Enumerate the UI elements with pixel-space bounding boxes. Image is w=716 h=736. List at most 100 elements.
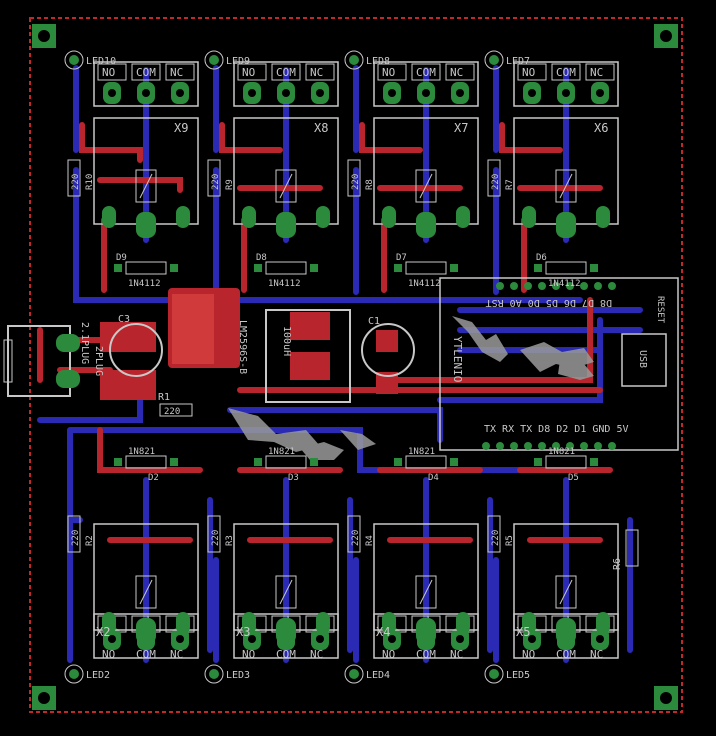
arduino-bottom-labels: TX RX TX D8 D2 D1 GND 5V xyxy=(484,424,629,435)
terminal-label: NO xyxy=(522,648,535,661)
diode-label: D4 xyxy=(428,473,439,483)
terminal-label: NO xyxy=(242,648,255,661)
r6-label: R6 xyxy=(612,558,623,570)
inductor-outline xyxy=(265,309,351,403)
led-label: LED4 xyxy=(366,670,390,681)
jack-label: 2.1PLUG xyxy=(79,322,90,364)
diode-part: 1N4112 xyxy=(408,279,441,289)
relay-name: X2 xyxy=(96,625,110,639)
resistor-value: 220 xyxy=(71,174,81,190)
arduino-silk-name: YTLENIO xyxy=(451,336,464,382)
resistor-label: R9 xyxy=(225,179,235,190)
r1-body xyxy=(159,403,193,417)
relay-name: X5 xyxy=(516,625,530,639)
arduino-reset-label: RESET xyxy=(655,296,665,324)
resistor-label: R3 xyxy=(225,535,235,546)
relay-x4: NO1COM2NC3X4LED4220R41N821D4 xyxy=(344,447,479,684)
diode-label: D7 xyxy=(396,253,407,263)
led-label: LED2 xyxy=(86,670,110,681)
terminal-label: NO xyxy=(242,66,255,79)
diode-part: 1N821 xyxy=(548,447,575,457)
resistor-label: R2 xyxy=(85,535,95,546)
diode-part: 1N821 xyxy=(408,447,435,457)
resistor-label: R8 xyxy=(365,179,375,190)
diode-label: D3 xyxy=(288,473,299,483)
resistor-value: 220 xyxy=(351,174,361,190)
bottom-relay-row: NO1COM2NC3X2LED2220R21N821D2NO1COM2NC3X3… xyxy=(64,447,619,684)
relay-x8: NO3COM2NC1X8LED9220R91N4112D8 xyxy=(204,50,339,289)
terminal-label: NC xyxy=(170,648,183,661)
diode-part: 1N821 xyxy=(268,447,295,457)
top-copper xyxy=(37,122,613,543)
dc-jack: 2.1PLUG 2PLUG xyxy=(3,322,104,397)
relay-name: X9 xyxy=(174,121,188,135)
terminal-label: NC xyxy=(450,66,463,79)
terminal-label: COM xyxy=(136,648,156,661)
relay-x2: NO1COM2NC3X2LED2220R21N821D2 xyxy=(64,447,199,684)
diode-label: D5 xyxy=(568,473,579,483)
terminal-label: NC xyxy=(310,66,323,79)
terminal-label: COM xyxy=(556,66,576,79)
terminal-label: NC xyxy=(590,648,603,661)
resistor-value: 220 xyxy=(491,174,501,190)
terminal-label: NC xyxy=(170,66,183,79)
diode-part: 1N4112 xyxy=(128,279,161,289)
cap-c1-label: C1 xyxy=(368,316,380,327)
resistor-label: R7 xyxy=(505,179,515,190)
terminal-label: NO xyxy=(102,66,115,79)
inductor-label: 100uH xyxy=(281,326,292,356)
relay-x7: NO3COM2NC1X7LED8220R81N4112D7 xyxy=(344,50,479,289)
resistor-value: 220 xyxy=(211,530,221,546)
led-label: LED10 xyxy=(86,56,116,67)
led-label: LED5 xyxy=(506,670,530,681)
diode-part: 1N821 xyxy=(128,447,155,457)
resistor-value: 220 xyxy=(211,174,221,190)
resistor-label: R5 xyxy=(505,535,515,546)
board-outline xyxy=(29,17,683,713)
relay-name: X3 xyxy=(236,625,250,639)
top-relay-row: NO3COM2NC1X9LED10220R101N4112D9NO3COM2NC… xyxy=(64,50,619,289)
jack-label-2: 2PLUG xyxy=(93,346,104,376)
terminal-label: COM xyxy=(416,66,436,79)
relay-x3: NO1COM2NC3X3LED3220R31N821D3 xyxy=(204,447,339,684)
led-label: LED9 xyxy=(226,56,250,67)
terminal-label: NO xyxy=(382,648,395,661)
regulator-label: LM2596S-B xyxy=(237,320,248,374)
cap-c1 xyxy=(361,323,415,377)
relay-name: X7 xyxy=(454,121,468,135)
resistor-label: R10 xyxy=(85,174,95,190)
arduino-header-top xyxy=(496,282,616,290)
led-label: LED3 xyxy=(226,670,250,681)
terminal-label: NO xyxy=(382,66,395,79)
terminal-label: NC xyxy=(450,648,463,661)
arduino-usb-label: USB xyxy=(637,350,648,368)
r1-label: R1 xyxy=(158,392,170,403)
relay-name: X4 xyxy=(376,625,390,639)
terminal-label: NO xyxy=(522,66,535,79)
terminal-label: COM xyxy=(136,66,156,79)
cap-c3-label: C3 xyxy=(118,314,130,325)
resistor-value: 220 xyxy=(351,530,361,546)
terminal-label: COM xyxy=(416,648,436,661)
terminal-label: COM xyxy=(556,648,576,661)
terminal-label: NC xyxy=(590,66,603,79)
diode-part: 1N4112 xyxy=(268,279,301,289)
relay-name: X6 xyxy=(594,121,608,135)
arduino-top-labels: D8 D7 D6 D5 D0 A0 RST xyxy=(486,297,612,308)
terminal-label: NO xyxy=(102,648,115,661)
arduino-header-bottom xyxy=(482,442,616,450)
diode-label: D2 xyxy=(148,473,159,483)
mounting-holes xyxy=(32,24,678,710)
r1-value: 220 xyxy=(164,407,180,417)
resistor-value: 220 xyxy=(491,530,501,546)
diode-label: D6 xyxy=(536,253,547,263)
cap-c3 xyxy=(109,323,163,377)
relay-name: X8 xyxy=(314,121,328,135)
silk-graphic xyxy=(228,316,594,460)
diode-label: D8 xyxy=(256,253,267,263)
led-label: LED7 xyxy=(506,56,530,67)
relay-x9: NO3COM2NC1X9LED10220R101N4112D9 xyxy=(64,50,199,289)
terminal-label: COM xyxy=(276,648,296,661)
diode-part: 1N4112 xyxy=(548,279,581,289)
